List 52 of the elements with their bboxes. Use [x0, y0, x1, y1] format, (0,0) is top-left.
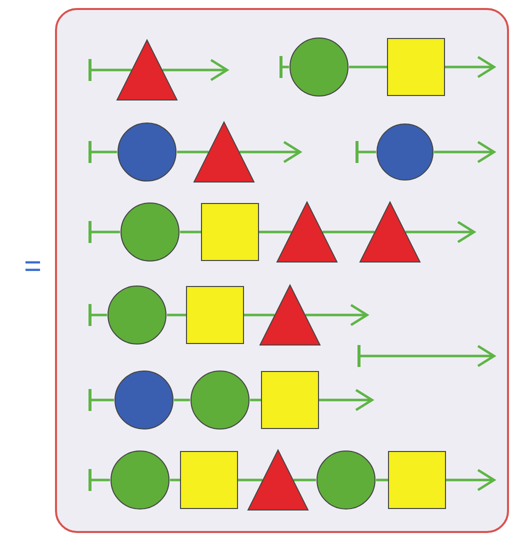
- connector-line: [88, 58, 132, 82]
- circle: [117, 122, 177, 182]
- square: [388, 451, 446, 509]
- connector-line: [349, 66, 387, 68]
- arrow: [306, 304, 368, 326]
- equals-sign: =: [24, 252, 42, 282]
- connector-line: [259, 230, 292, 234]
- triangle: [116, 39, 178, 101]
- circle: [107, 285, 167, 345]
- square: [201, 203, 259, 261]
- connector-line: [88, 468, 110, 492]
- square: [387, 38, 445, 96]
- circle: [114, 370, 174, 430]
- arrow: [434, 140, 496, 164]
- connector-line: [244, 314, 274, 316]
- circle: [376, 123, 434, 181]
- circle: [289, 37, 349, 97]
- connector-line: [356, 140, 376, 164]
- frame: [55, 8, 509, 533]
- connector-line: [88, 220, 120, 244]
- connector-line: [180, 230, 201, 234]
- arrow: [445, 56, 496, 78]
- circle: [316, 450, 376, 510]
- connector-line: [174, 398, 190, 402]
- connector-line: [238, 478, 262, 482]
- circle: [190, 370, 250, 430]
- circle: [120, 202, 180, 262]
- triangle: [247, 449, 309, 511]
- triangle: [359, 201, 421, 263]
- connector-line: [322, 230, 374, 234]
- connector-line: [88, 388, 114, 412]
- circle: [110, 450, 170, 510]
- connector-line: [177, 150, 208, 154]
- connector-line: [88, 302, 107, 328]
- arrow: [162, 58, 228, 82]
- triangle: [193, 121, 255, 183]
- arrow: [446, 468, 496, 492]
- triangle: [276, 201, 338, 263]
- arrow: [240, 140, 302, 164]
- connector-line: [167, 314, 186, 316]
- square: [186, 286, 244, 344]
- arrow: [406, 220, 476, 244]
- arrow: [319, 388, 374, 412]
- square: [180, 451, 238, 509]
- connector-line: [88, 140, 117, 164]
- connector-line: [294, 478, 316, 482]
- triangle: [259, 284, 321, 346]
- square: [261, 371, 319, 429]
- connector-line: [170, 478, 180, 482]
- connector-line: [250, 398, 261, 402]
- connector-line: [280, 54, 289, 80]
- connector-line: [376, 478, 388, 482]
